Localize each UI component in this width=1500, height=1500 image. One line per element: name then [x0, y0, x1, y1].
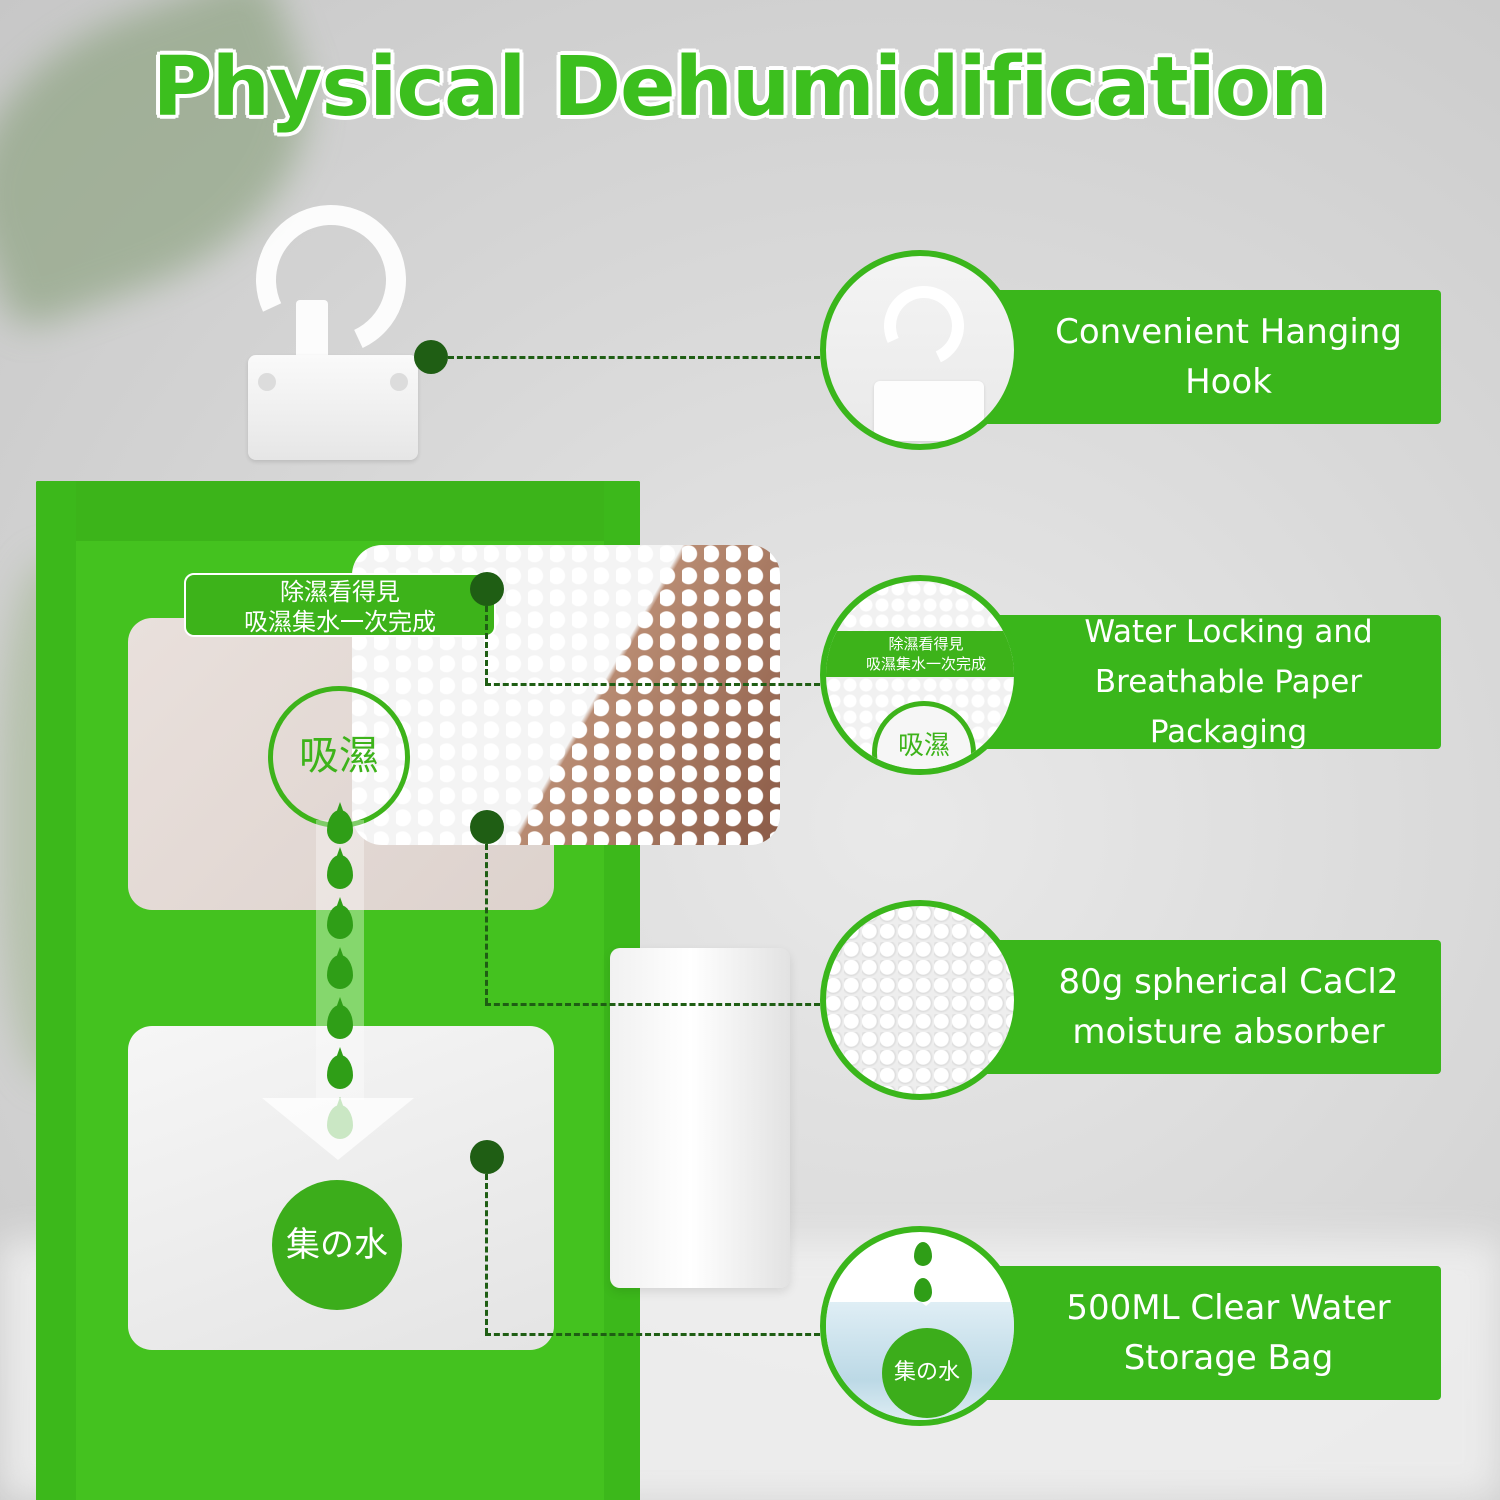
feature-hook: Convenient Hanging Hook: [820, 250, 1441, 460]
connector-line: [485, 606, 488, 684]
feature-paper-packaging: Water Locking and Breathable Paper Packa…: [820, 575, 1441, 785]
connector-dot: [470, 572, 504, 606]
bag-banner-line1: 除濕看得見: [280, 578, 400, 606]
beads-icon: [820, 900, 1020, 1100]
feature-label: Water Locking and Breathable Paper Packa…: [1084, 614, 1373, 750]
connector-dot: [414, 340, 448, 374]
connector-line: [485, 844, 488, 1004]
water-drop-icon: [914, 1242, 932, 1266]
packaging-banner: 除濕看得見 吸濕集水一次完成: [826, 631, 1014, 677]
hook-ring-detail: [872, 274, 976, 378]
hook-icon: [820, 250, 1020, 450]
hook-clip: [248, 355, 418, 460]
connector-line: [485, 683, 820, 686]
feature-absorber: 80g spherical CaCl2 moisture absorber: [820, 900, 1441, 1110]
collect-water-badge: 集の水: [272, 1180, 402, 1310]
connector-dot: [470, 1140, 504, 1174]
water-drop-icon: [327, 1055, 353, 1089]
feature-label: 500ML Clear Water Storage Bag: [1066, 1288, 1391, 1378]
connector-line: [448, 356, 820, 359]
hook-ring: [234, 183, 428, 377]
water-bag-icon: 集の水: [820, 1226, 1020, 1426]
hook-clip-detail: [874, 381, 984, 441]
connector-line: [485, 1174, 488, 1334]
water-drop-icon: [327, 905, 353, 939]
feature-label: 80g spherical CaCl2 moisture absorber: [1058, 962, 1399, 1052]
paper-packaging-icon: 除濕看得見 吸濕集水一次完成 吸濕: [820, 575, 1020, 775]
packaging-banner-line2: 吸濕集水一次完成: [865, 655, 986, 673]
bag-top-seal: [36, 481, 640, 541]
connector-line: [485, 1003, 820, 1006]
page-title: Physical Dehumidification: [152, 40, 1329, 135]
connector-dot: [470, 810, 504, 844]
packaging-banner-line1: 除濕看得見: [888, 635, 964, 653]
bag-edge: [36, 481, 76, 1500]
water-drop-icon: [327, 810, 353, 844]
bag-banner-line2: 吸濕集水一次完成: [244, 608, 436, 636]
feature-label: Convenient Hanging Hook: [1055, 312, 1402, 402]
feature-water-bag: 500ML Clear Water Storage Bag 集の水: [820, 1226, 1441, 1436]
water-drop-icon: [327, 1005, 353, 1039]
water-storage-pouch-image: [610, 948, 790, 1288]
connector-line: [485, 1333, 820, 1336]
water-drop-icon: [327, 955, 353, 989]
packaging-absorb-badge: 吸濕: [872, 701, 976, 769]
flow-arrow-head: [262, 1098, 414, 1160]
collect-water-badge: 集の水: [882, 1328, 972, 1418]
bag-banner: 除濕看得見 吸濕集水一次完成: [184, 573, 496, 637]
water-drop-icon: [914, 1278, 932, 1302]
water-drop-icon: [327, 855, 353, 889]
